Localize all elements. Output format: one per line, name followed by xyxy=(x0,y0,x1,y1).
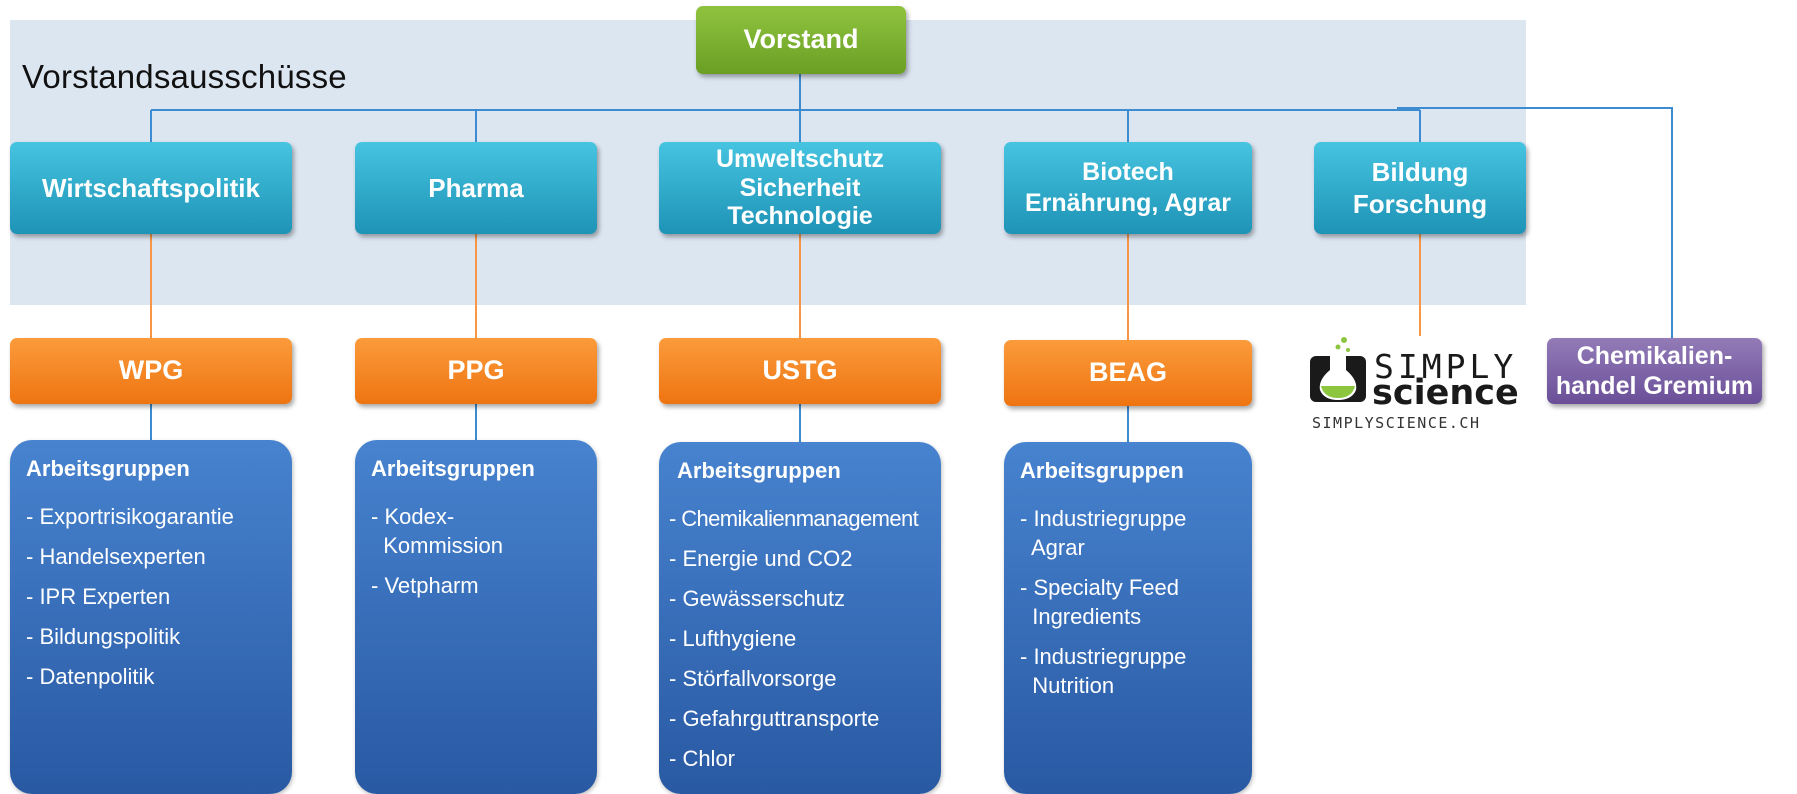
panel-ppg: Arbeitsgruppen - Kodex- Kommission - Vet… xyxy=(355,440,597,794)
panel-item: - Datenpolitik xyxy=(26,664,155,689)
panel-item: - Chemikalienmanagement xyxy=(669,506,919,531)
panel-item: - Vetpharm xyxy=(371,573,479,598)
panel-item: - Gewässerschutz xyxy=(669,586,846,611)
panel-item: - Chlor xyxy=(669,746,736,771)
band-title: Vorstandsausschüsse xyxy=(22,58,347,95)
committee-umweltschutz: Umweltschutz Sicherheit Technologie xyxy=(659,142,941,234)
panel-item: - Industriegruppe Nutrition xyxy=(1020,644,1187,698)
flask-icon xyxy=(1310,337,1366,402)
panel-item: - Energie und CO2 xyxy=(669,546,853,571)
panel-item: - Specialty Feed Ingredients xyxy=(1020,575,1179,629)
panel-heading: Arbeitsgruppen xyxy=(1020,458,1184,483)
group-chemikalienhandel: Chemikalien- handel Gremium xyxy=(1547,338,1762,404)
panel-item: - Bildungspolitik xyxy=(26,624,181,649)
committee-biotech: Biotech Ernährung, Agrar xyxy=(1004,142,1252,234)
svg-text:SIMPLY: SIMPLY xyxy=(1374,347,1517,386)
group-wpg: WPG xyxy=(10,338,292,404)
group-beag: BEAG xyxy=(1004,340,1252,406)
panel-item: - Industriegruppe Agrar xyxy=(1020,506,1187,560)
panel-wpg: Arbeitsgruppen - Exportrisikogarantie - … xyxy=(10,440,292,794)
svg-text:science: science xyxy=(1372,373,1519,413)
committee-bildung: Bildung Forschung xyxy=(1314,142,1526,234)
group-ppg: PPG xyxy=(355,338,597,404)
panel-beag: Arbeitsgruppen - Industriegruppe Agrar -… xyxy=(1004,442,1252,794)
panel-heading: Arbeitsgruppen xyxy=(371,456,535,481)
panel-item: - Handelsexperten xyxy=(26,544,206,569)
svg-text:SIMPLYSCIENCE.CH: SIMPLYSCIENCE.CH xyxy=(1312,414,1481,432)
panel-item: - IPR Experten xyxy=(26,584,171,609)
board-box: Vorstand xyxy=(696,6,906,74)
panel-ustg: Arbeitsgruppen - Chemikalienmanagement -… xyxy=(659,442,941,794)
panel-heading: Arbeitsgruppen xyxy=(677,458,841,483)
panel-item: - Kodex- Kommission xyxy=(371,504,504,558)
simplyscience-logo: SIMPLY science SIMPLYSCIENCE.CH xyxy=(1310,337,1519,432)
panel-item: - Exportrisikogarantie xyxy=(26,504,234,529)
committee-wirtschaftspolitik: Wirtschaftspolitik xyxy=(10,142,292,234)
committee-pharma: Pharma xyxy=(355,142,597,234)
panel-heading: Arbeitsgruppen xyxy=(26,456,190,481)
group-ustg: USTG xyxy=(659,338,941,404)
panel-item: - Störfallvorsorge xyxy=(669,666,837,691)
panel-item: - Lufthygiene xyxy=(669,626,797,651)
panel-item: - Gefahrguttransporte xyxy=(669,706,880,731)
